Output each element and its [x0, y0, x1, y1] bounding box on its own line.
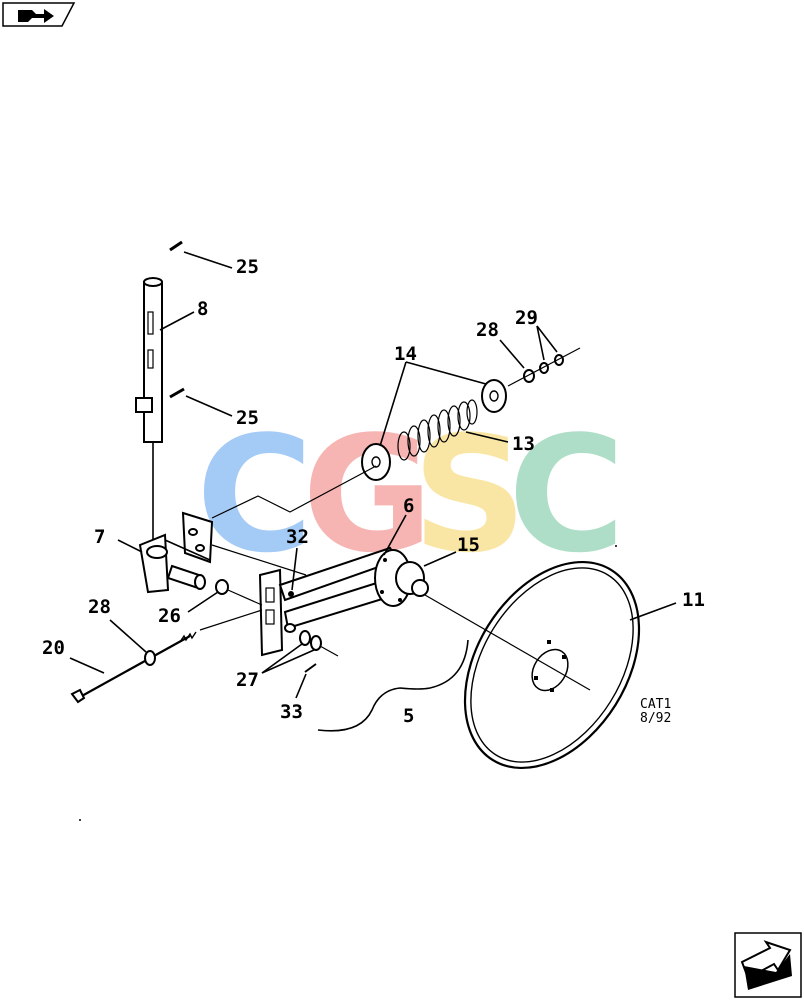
callout-33: 33 — [280, 701, 303, 723]
catalog-ref-line2: 8/92 — [640, 711, 671, 726]
part-26-washer — [215, 579, 229, 595]
callout-28-bottom: 28 — [88, 596, 111, 618]
part-29-nuts — [539, 354, 564, 374]
callout-29: 29 — [515, 307, 538, 329]
callout-13: 13 — [512, 433, 535, 455]
part-11-disc — [463, 560, 641, 770]
callout-11: 11 — [682, 589, 705, 611]
part-8-shaft — [135, 277, 163, 548]
callout-15: 15 — [457, 534, 480, 556]
part-32-fitting — [288, 591, 294, 597]
leader-lines — [69, 251, 677, 699]
callout-5: 5 — [403, 705, 414, 727]
part-14-spacer-rear — [481, 379, 507, 413]
part-5-brace — [317, 639, 469, 732]
callout-32: 32 — [286, 526, 309, 548]
part-15-hub — [374, 549, 429, 607]
callout-28-top: 28 — [476, 319, 499, 341]
callout-7: 7 — [94, 526, 105, 548]
pivot-pin — [166, 564, 206, 590]
part-13-spring — [397, 399, 478, 461]
book-arrow-icon[interactable] — [2, 2, 76, 27]
callout-8: 8 — [197, 298, 208, 320]
part-28-washer-top — [523, 369, 535, 383]
part-25-pin-mid — [169, 387, 185, 399]
watermark-letter-c1: C — [196, 401, 313, 588]
part-7-bracket — [138, 511, 214, 594]
part-20-bolt — [70, 631, 197, 704]
part-33-cotter-pin — [304, 663, 317, 673]
watermark-letter-c2: C — [508, 401, 625, 588]
part-14-spacer-front — [361, 443, 391, 481]
callout-14: 14 — [394, 343, 417, 365]
callout-6: 6 — [403, 495, 414, 517]
next-page-arrow-icon[interactable] — [734, 932, 802, 998]
catalog-ref-line1: CAT1 — [640, 697, 671, 712]
part-25-pin-top — [169, 240, 183, 252]
callout-25-top: 25 — [236, 256, 259, 278]
callout-26: 26 — [158, 605, 181, 627]
callout-27: 27 — [236, 669, 259, 691]
callout-25-mid: 25 — [236, 407, 259, 429]
part-27-washers — [299, 630, 322, 651]
callout-20: 20 — [42, 637, 65, 659]
watermark: C G S C — [196, 401, 625, 588]
